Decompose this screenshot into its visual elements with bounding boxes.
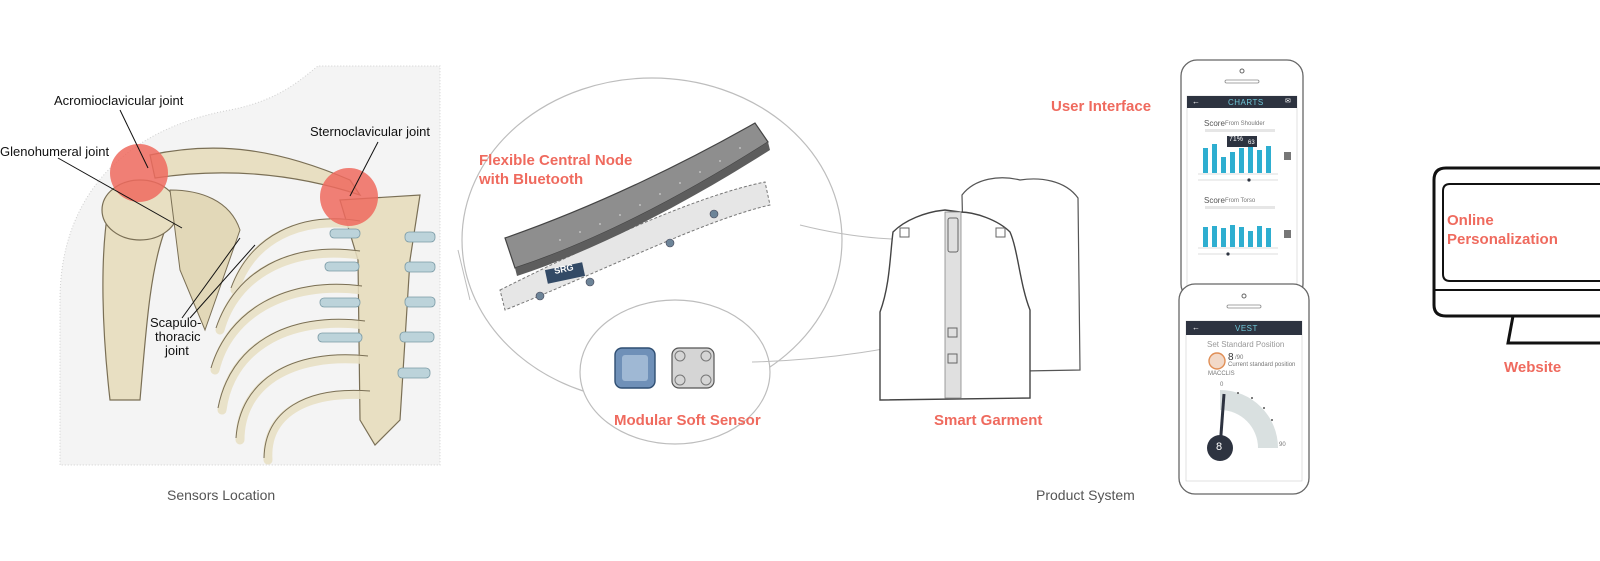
phone-bottom-gauge-max: 90 bbox=[1279, 442, 1286, 448]
phone-top-chart2 bbox=[1203, 225, 1271, 247]
label-acromioclavicular: Acromioclavicular joint bbox=[54, 93, 184, 108]
humerus-bone bbox=[102, 209, 166, 401]
phone-top-score2-sub: From Torso bbox=[1225, 198, 1256, 204]
node-stitching bbox=[559, 147, 741, 241]
phone-bottom-user: MACCLIS bbox=[1208, 371, 1235, 377]
costal-cartilage bbox=[317, 228, 436, 379]
vest-central-strip bbox=[944, 211, 962, 399]
label-scapulothoracic-1: Scapulo- bbox=[150, 315, 202, 330]
soft-sensor-blue bbox=[614, 347, 656, 389]
label-soft-sensor: Modular Soft Sensor bbox=[614, 412, 761, 429]
label-online-2: Personalization bbox=[1447, 231, 1558, 248]
substrate-rivets bbox=[535, 209, 719, 301]
phone-top-tooltip bbox=[1227, 136, 1257, 147]
phone-top-chart1 bbox=[1203, 144, 1271, 173]
phone-top-mail-icon[interactable]: ✉ bbox=[1285, 98, 1291, 105]
caption-sensors-location: Sensors Location bbox=[167, 487, 276, 503]
srg-tag bbox=[544, 262, 586, 284]
phone-bottom-back-icon[interactable]: ← bbox=[1192, 323, 1200, 332]
label-scapulothoracic-3: joint bbox=[165, 343, 189, 358]
phone-top-screen bbox=[1186, 95, 1298, 287]
sensor-marker-sternoclavicular bbox=[320, 168, 378, 226]
soft-sensor-grey bbox=[671, 347, 715, 389]
phone-top-score1-sub: From Shoulder bbox=[1225, 121, 1265, 127]
phone-top-tooltip-value: 71% bbox=[1229, 136, 1244, 143]
label-online-1: Online bbox=[1447, 212, 1494, 229]
phone-bottom-title: VEST bbox=[1235, 324, 1258, 333]
caption-product-system: Product System bbox=[1036, 487, 1135, 503]
scapula-bone bbox=[169, 189, 241, 332]
monitor-screen bbox=[1442, 183, 1600, 282]
phone-bottom-gauge-min: 0 bbox=[1220, 382, 1224, 388]
label-website: Website bbox=[1504, 359, 1562, 376]
phone-top-tooltip-count: 63 bbox=[1248, 140, 1255, 146]
phone-top-header bbox=[1187, 96, 1297, 108]
phone-bottom-gauge-knob bbox=[1207, 435, 1233, 461]
label-central-node-1: Flexible Central Node bbox=[479, 152, 633, 169]
label-central-node-2: with Bluetooth bbox=[479, 171, 584, 188]
label-smart-garment: Smart Garment bbox=[934, 412, 1043, 429]
phone-bottom-gauge-value: 8 bbox=[1216, 441, 1223, 453]
phone-bottom-subtitle: Set Standard Position bbox=[1207, 340, 1285, 349]
phone-top-score2-title: Score bbox=[1204, 196, 1225, 205]
anatomy-leader-lines bbox=[57, 109, 379, 319]
rib-outlines bbox=[210, 218, 371, 459]
monitor-frame bbox=[1432, 166, 1600, 318]
phone-bottom-header bbox=[1186, 321, 1302, 335]
label-scapulothoracic-2: thoracic bbox=[155, 329, 201, 344]
label-glenohumeral: Glenohumeral joint bbox=[0, 144, 110, 159]
phone-bottom-score-note: Current standard position bbox=[1228, 362, 1296, 368]
phone-top-score1-title: Score bbox=[1204, 119, 1225, 128]
phone-top-title: CHARTS bbox=[1228, 98, 1264, 107]
label-user-interface: User Interface bbox=[1051, 98, 1152, 115]
phone-bottom-score-max: /90 bbox=[1235, 355, 1244, 361]
phone-top-back-icon[interactable]: ← bbox=[1192, 97, 1200, 106]
phone-bottom-avatar bbox=[1208, 352, 1226, 370]
sensor-marker-acromioclavicular bbox=[110, 144, 168, 202]
label-sternoclavicular: Sternoclavicular joint bbox=[310, 124, 430, 139]
phone-bottom-score: 8 bbox=[1228, 352, 1234, 363]
monitor-stand bbox=[1506, 315, 1600, 345]
